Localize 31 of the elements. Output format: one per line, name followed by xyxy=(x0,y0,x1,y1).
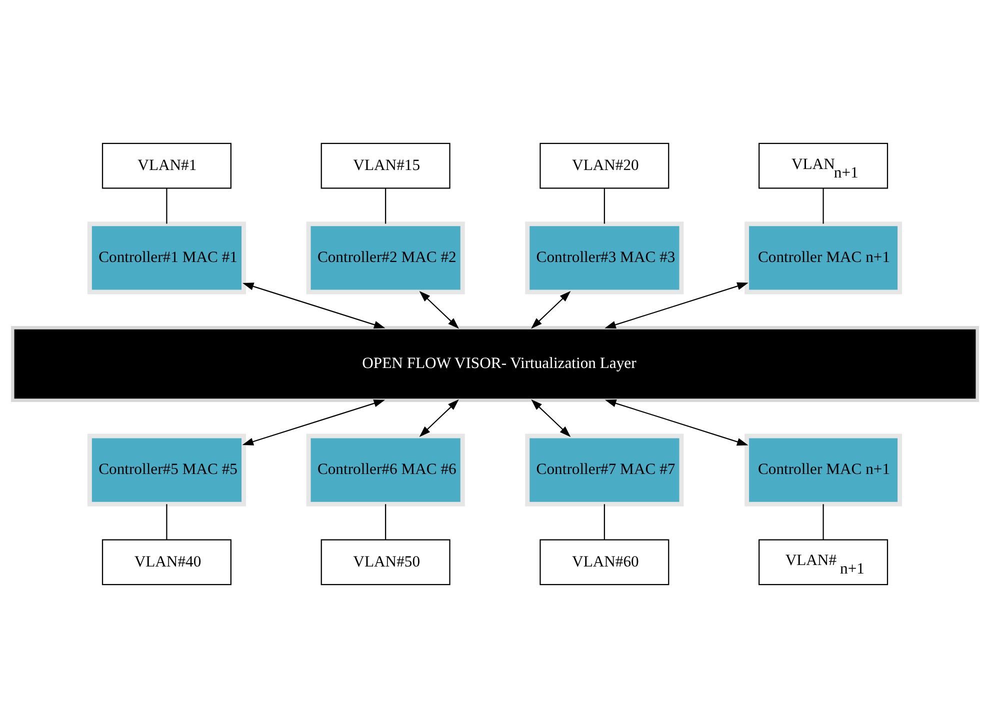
node-box: Controller#5 MAC #5 xyxy=(87,434,246,506)
node-box: VLAN#15 xyxy=(320,142,450,189)
node-box: Controller#2 MAC #2 xyxy=(306,222,465,294)
arrow xyxy=(531,399,571,437)
connector xyxy=(822,504,824,540)
node-box: VLAN#1 xyxy=(102,142,232,189)
node-box: VLAN#60 xyxy=(540,539,670,586)
connector xyxy=(166,504,168,540)
node-box: Controller#6 MAC #6 xyxy=(306,434,465,506)
arrow xyxy=(419,399,459,437)
connector xyxy=(385,504,386,540)
connector xyxy=(604,504,605,540)
connector xyxy=(385,188,386,224)
arrow xyxy=(604,282,748,329)
node-box: OPEN FLOW VISOR- Virtualization Layer xyxy=(10,326,980,402)
connector xyxy=(822,188,824,224)
node-box: Controller#7 MAC #7 xyxy=(525,434,684,506)
node-box: Controller#3 MAC #3 xyxy=(525,222,684,294)
node-box: Controller#1 MAC #1 xyxy=(87,222,246,294)
connector xyxy=(166,188,168,224)
arrow xyxy=(242,400,385,446)
node-box: VLAN#50 xyxy=(320,539,450,586)
node-box: Controller MAC n+1 xyxy=(744,222,902,294)
arrow xyxy=(419,291,459,329)
node-box: Controller MAC n+1 xyxy=(744,434,902,506)
arrow xyxy=(242,282,386,329)
node-box: VLAN#20 xyxy=(540,142,670,189)
arrow xyxy=(605,400,748,446)
node-box: VLAN#40 xyxy=(102,539,232,586)
arrow xyxy=(531,291,571,329)
connector xyxy=(604,188,605,224)
